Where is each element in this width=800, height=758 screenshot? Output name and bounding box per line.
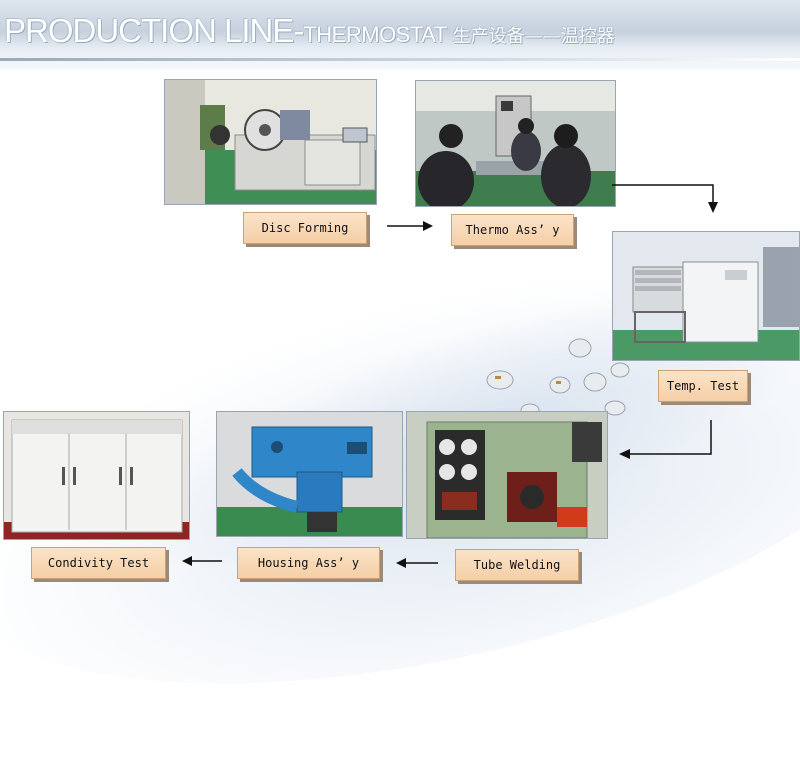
arrow-housing-to-condivity: [182, 556, 222, 566]
title-sub: THERMOSTAT: [303, 22, 447, 47]
welding-machine-icon: [407, 412, 607, 538]
step-label-disc-forming: Disc Forming: [243, 212, 367, 244]
step-label-temp-test: Temp. Test: [658, 370, 748, 402]
title-main: PRODUCTION LINE-: [4, 12, 304, 49]
blue-press-machine-icon: [217, 412, 402, 536]
step-label-thermo-assembly: Thermo Ass’ y: [451, 214, 574, 246]
temp-test-photo: [612, 231, 800, 361]
arrow-disc-to-thermo: [387, 221, 433, 231]
disc-forming-machine-icon: [165, 80, 376, 204]
step-label-tube-welding: Tube Welding: [455, 549, 579, 581]
housing-assembly-photo: [216, 411, 403, 537]
condivity-test-photo: [3, 411, 190, 540]
page-title: PRODUCTION LINE- THERMOSTAT 生产设备——温控器: [4, 12, 615, 52]
arrow-welding-to-housing: [396, 558, 438, 568]
tube-welding-photo: [406, 411, 608, 539]
thermo-assembly-photo: [415, 80, 616, 207]
test-cabinet-icon: [4, 412, 189, 539]
title-chinese: 生产设备——温控器: [452, 26, 615, 47]
arrow-thermo-to-temp: [612, 184, 718, 213]
assembly-workers-icon: [416, 81, 615, 206]
step-label-housing-assembly: Housing Ass’ y: [237, 547, 380, 579]
step-label-condivity-test: Condivity Test: [31, 547, 166, 579]
disc-forming-photo: [164, 79, 377, 205]
header-band: [0, 0, 800, 70]
arrow-temp-to-welding: [619, 420, 712, 459]
temperature-chamber-icon: [613, 232, 799, 360]
